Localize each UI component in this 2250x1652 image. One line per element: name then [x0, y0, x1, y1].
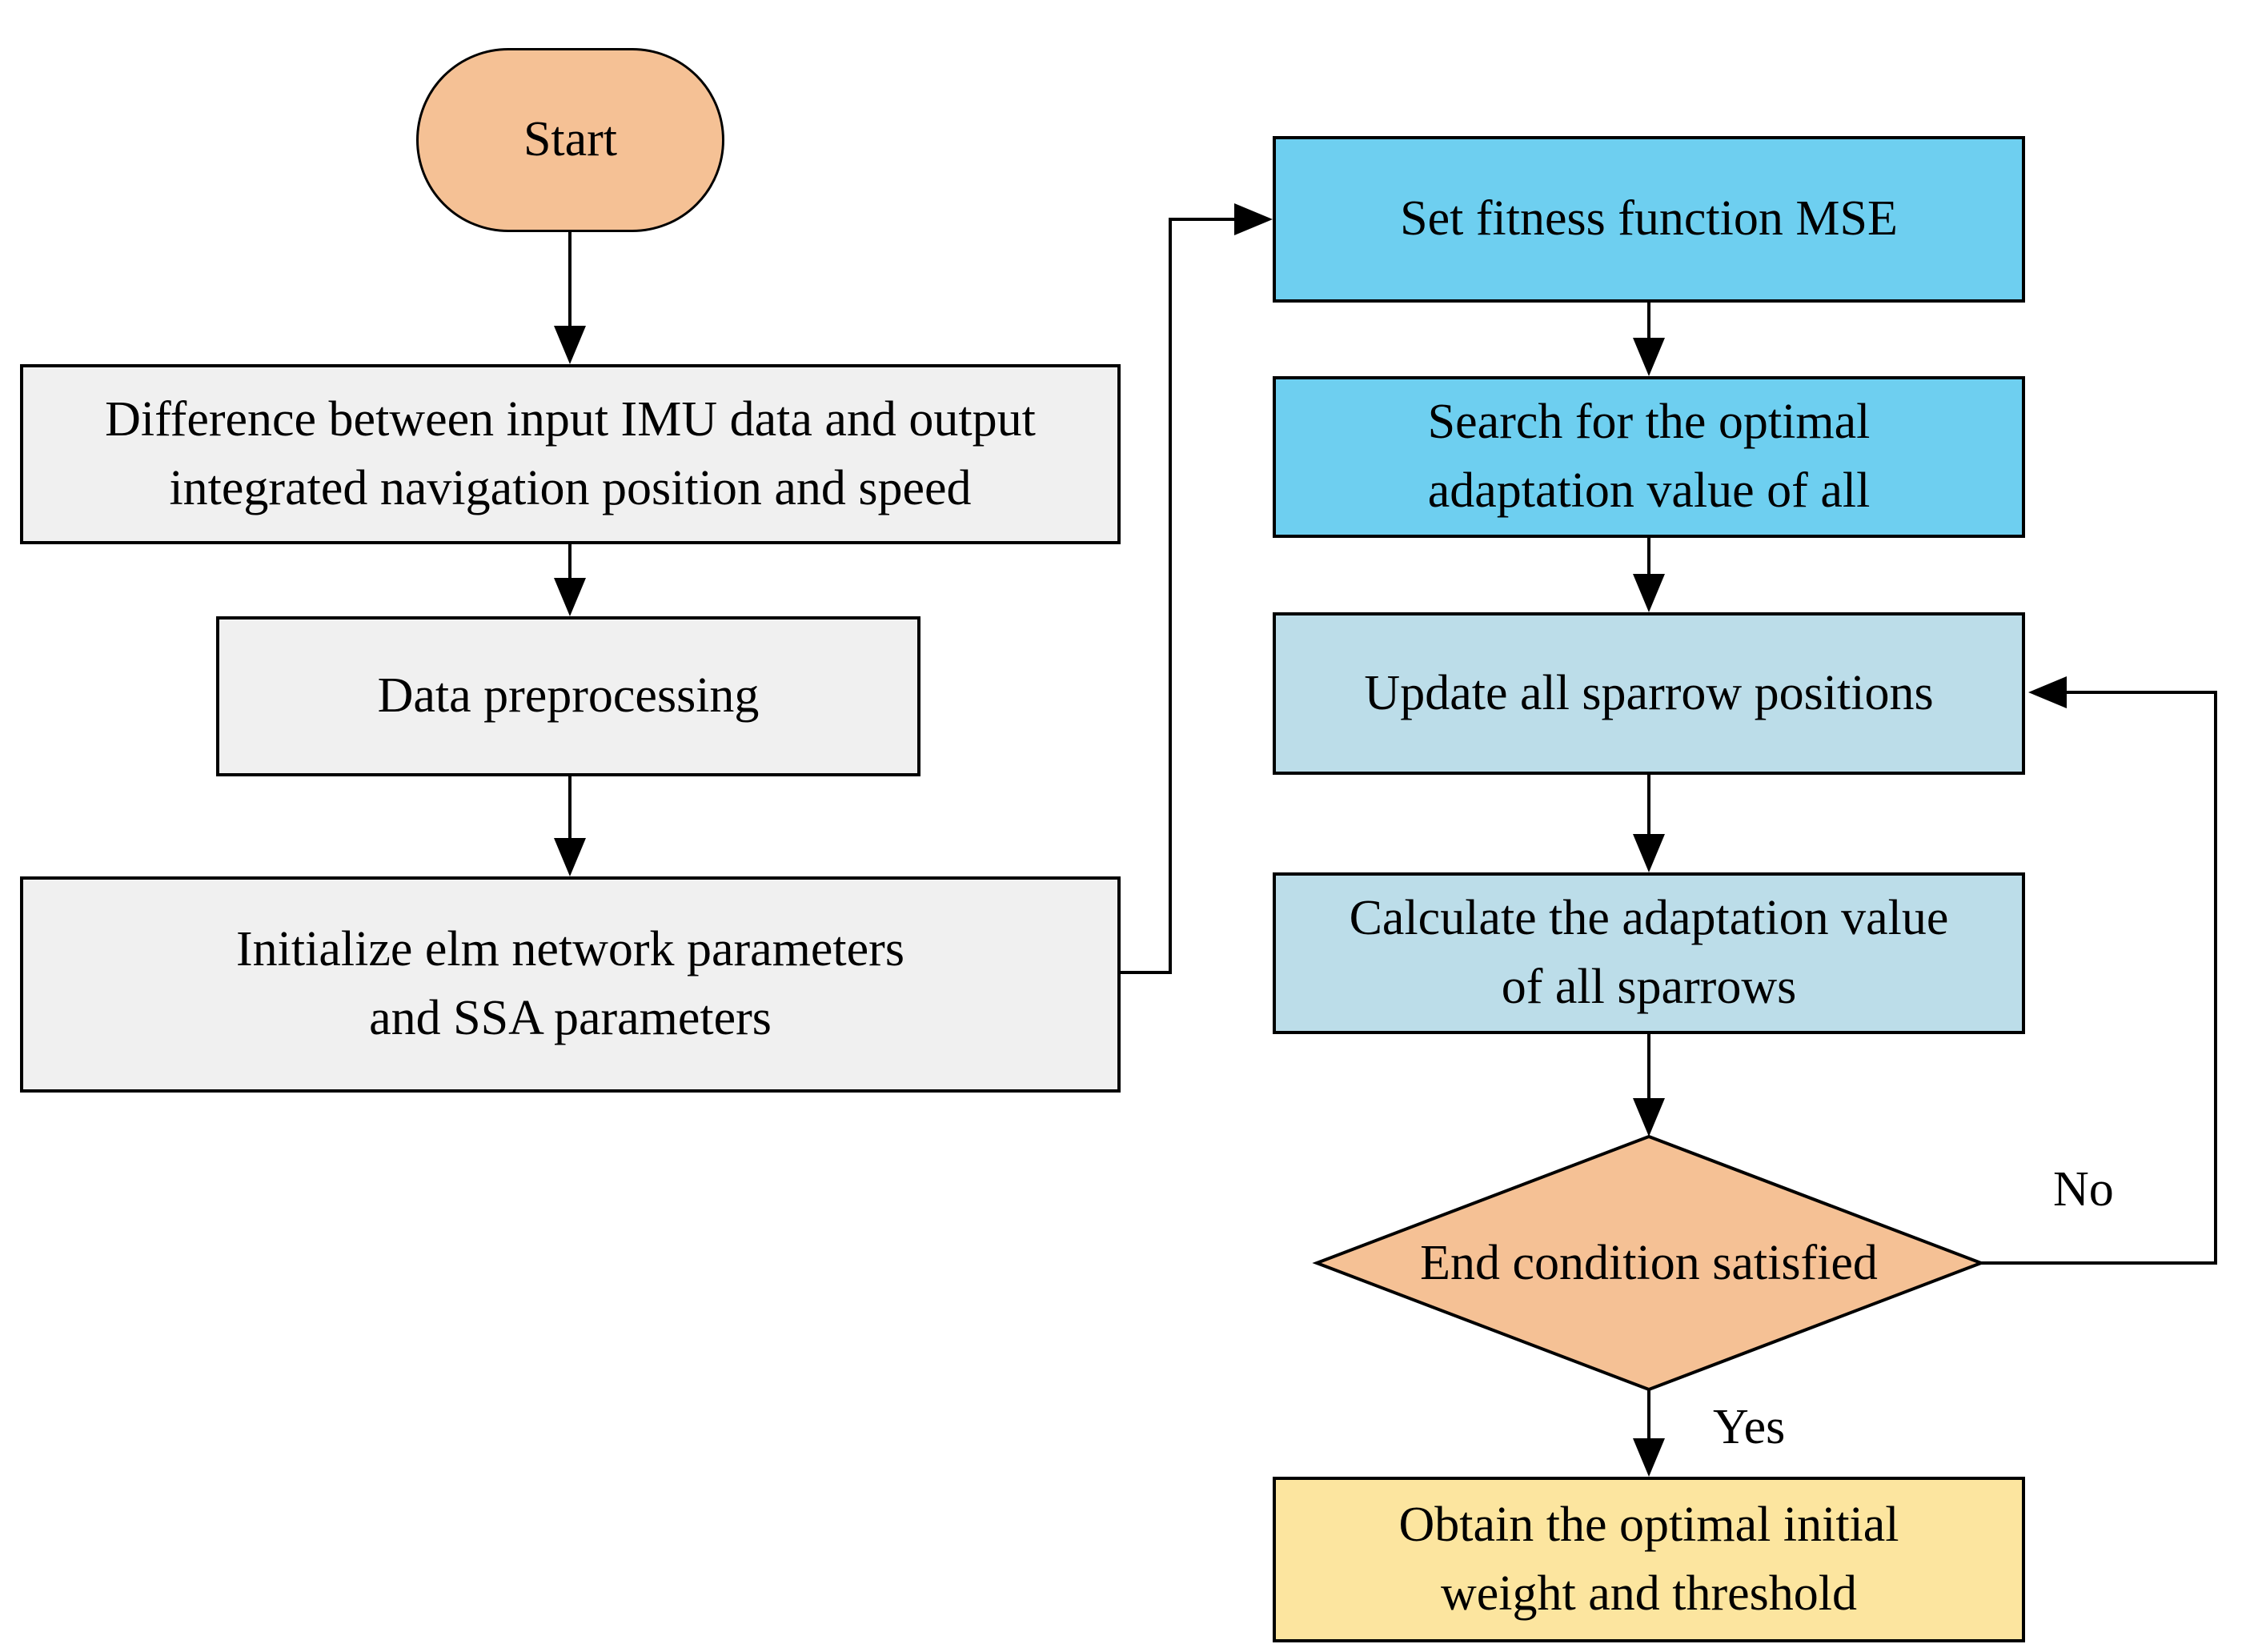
edge-difference-to-preprocessing — [554, 544, 586, 616]
node-fitness: Set fitness function MSE — [1273, 136, 2025, 303]
edge-start-to-difference — [554, 232, 586, 364]
edge-search-to-update — [1633, 538, 1665, 612]
edge-label-no: No — [2053, 1162, 2114, 1217]
decision-diamond-shape — [1312, 1134, 1986, 1392]
node-condition: End condition satisfied — [1317, 1137, 1981, 1389]
node-start-label: Start — [523, 112, 618, 167]
node-condition-label: End condition satisfied — [1420, 1235, 1878, 1290]
node-search: Search for the optimal adaptation value … — [1273, 376, 2025, 538]
edge-update-to-calculate — [1633, 775, 1665, 872]
node-obtain-line2: weight and threshold — [1440, 1566, 1857, 1621]
edge-initialize-to-fitness — [1121, 203, 1273, 974]
node-difference: Difference between input IMU data and ou… — [20, 364, 1121, 544]
node-calculate-line1: Calculate the adaptation value — [1349, 891, 1949, 946]
edge-calculate-to-decision — [1633, 1034, 1665, 1137]
node-initialize: Initialize elm network parameters and SS… — [20, 876, 1121, 1093]
node-initialize-line2: and SSA parameters — [369, 991, 772, 1045]
node-calculate-line2: of all sparrows — [1501, 960, 1797, 1014]
node-difference-line1: Difference between input IMU data and ou… — [105, 391, 1036, 447]
node-start: Start — [416, 48, 724, 232]
node-obtain-line1: Obtain the optimal initial — [1398, 1497, 1899, 1552]
edge-label-yes: Yes — [1713, 1400, 1786, 1454]
node-initialize-line1: Initialize elm network parameters — [236, 922, 904, 977]
node-obtain: Obtain the optimal initial weight and th… — [1273, 1477, 2025, 1642]
node-preprocessing-label: Data preprocessing — [377, 668, 760, 724]
node-difference-line2: integrated navigation position and speed — [169, 460, 972, 515]
node-search-line2: adaptation value of all — [1427, 463, 1871, 518]
node-search-line1: Search for the optimal — [1427, 395, 1871, 450]
node-calculate: Calculate the adaptation value of all sp… — [1273, 872, 2025, 1034]
edge-decision-no-loop-to-update — [1981, 676, 2217, 1265]
node-preprocessing: Data preprocessing — [216, 616, 920, 776]
node-update-label: Update all sparrow positions — [1364, 665, 1934, 720]
edge-preprocessing-to-initialize — [554, 776, 586, 876]
node-update: Update all sparrow positions — [1273, 612, 2025, 775]
edge-decision-yes-to-obtain — [1633, 1389, 1665, 1477]
node-fitness-label: Set fitness function MSE — [1400, 191, 1898, 247]
edge-fitness-to-search — [1633, 303, 1665, 376]
